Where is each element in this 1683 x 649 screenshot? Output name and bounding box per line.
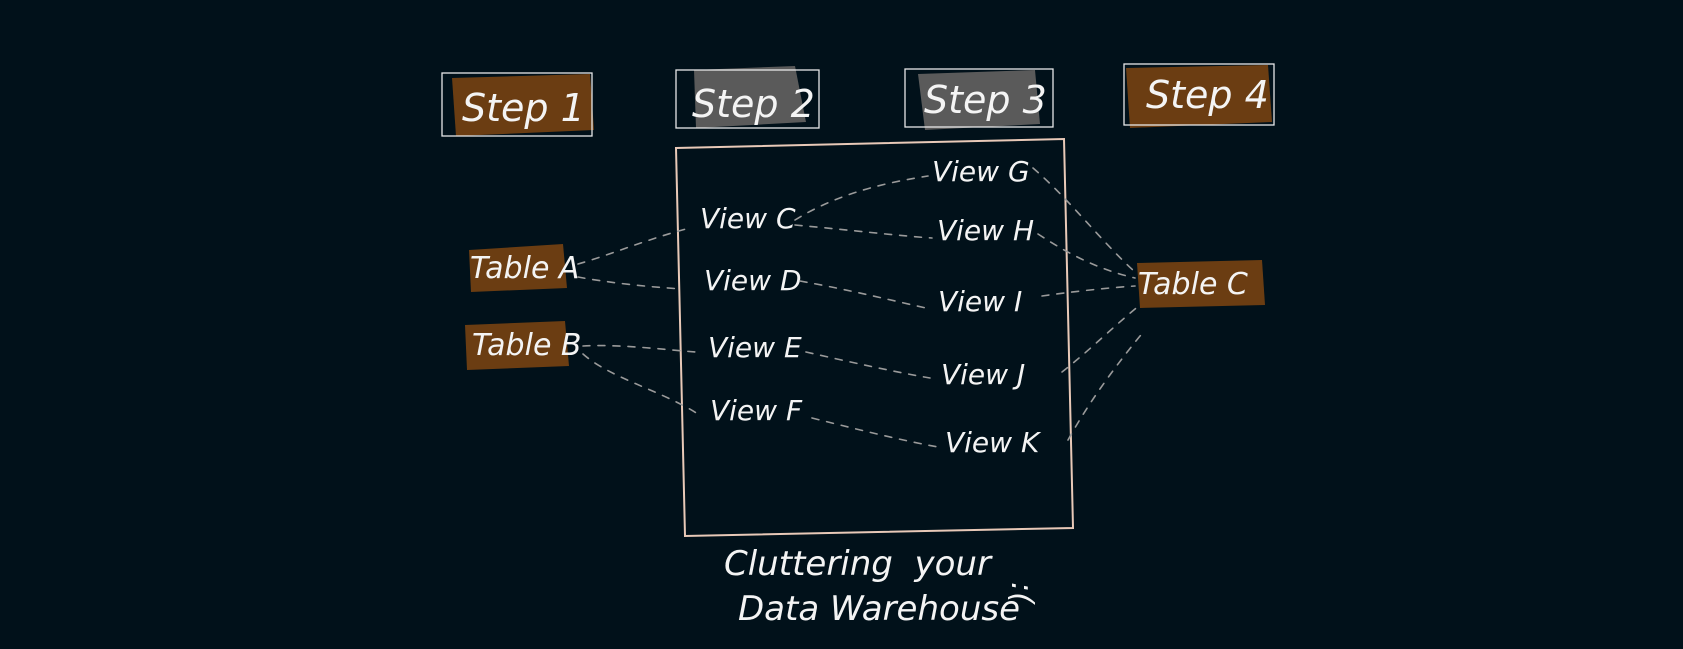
- step-2-text: Step 2: [692, 82, 815, 126]
- view-k-label: View K: [945, 426, 1042, 459]
- table-b-label: Table B: [472, 328, 582, 363]
- view-h-label: View H: [937, 214, 1034, 247]
- connector-table-b-view-f: [582, 353, 699, 415]
- table-c-label: Table C: [1138, 267, 1248, 302]
- connector-table-a-view-d: [577, 276, 683, 290]
- view-d-label: View D: [704, 264, 802, 297]
- connector-table-b-view-e: [582, 344, 696, 353]
- view-i-label: View I: [938, 285, 1022, 318]
- table-c-node: Table C: [1137, 260, 1265, 308]
- connector-table-a-view-c: [577, 227, 691, 265]
- view-e-label: View E: [708, 331, 802, 364]
- data-warehouse-frame: [674, 137, 1075, 538]
- view-j-label: View J: [941, 358, 1025, 391]
- table-a-label: Table A: [470, 251, 579, 286]
- caption-line-1: Cluttering your: [724, 544, 993, 584]
- view-f-label: View F: [710, 394, 803, 427]
- connector-view-g-table-c: [1032, 167, 1136, 273]
- connector-view-f-view-k: [811, 417, 939, 448]
- view-g-label: View G: [932, 155, 1030, 188]
- step-4-label: Step 4: [1123, 63, 1275, 128]
- connector-view-i-table-c: [1041, 285, 1136, 297]
- view-c-label: View C: [700, 202, 796, 235]
- step-3-text: Step 3: [924, 78, 1047, 122]
- connector-view-h-table-c: [1037, 233, 1136, 279]
- connector-view-k-table-c: [1067, 329, 1146, 441]
- connector-view-e-view-j: [805, 351, 931, 379]
- step-1-label: Step 1: [441, 72, 594, 137]
- table-b-node: Table B: [465, 321, 582, 370]
- table-a-node: Table A: [469, 244, 579, 292]
- step-3-label: Step 3: [904, 68, 1054, 130]
- step-1-text: Step 1: [462, 86, 585, 130]
- step-4-text: Step 4: [1146, 73, 1269, 117]
- connector-view-c-view-h: [794, 224, 933, 239]
- connector-view-c-view-g: [794, 175, 929, 221]
- connector-view-j-table-c: [1061, 304, 1141, 373]
- step-2-label: Step 2: [675, 66, 820, 129]
- connector-view-d-view-i: [799, 280, 927, 309]
- caption-line-2: Data Warehouse: [738, 589, 1020, 629]
- sad-face-emoticon: :(: [1004, 582, 1039, 605]
